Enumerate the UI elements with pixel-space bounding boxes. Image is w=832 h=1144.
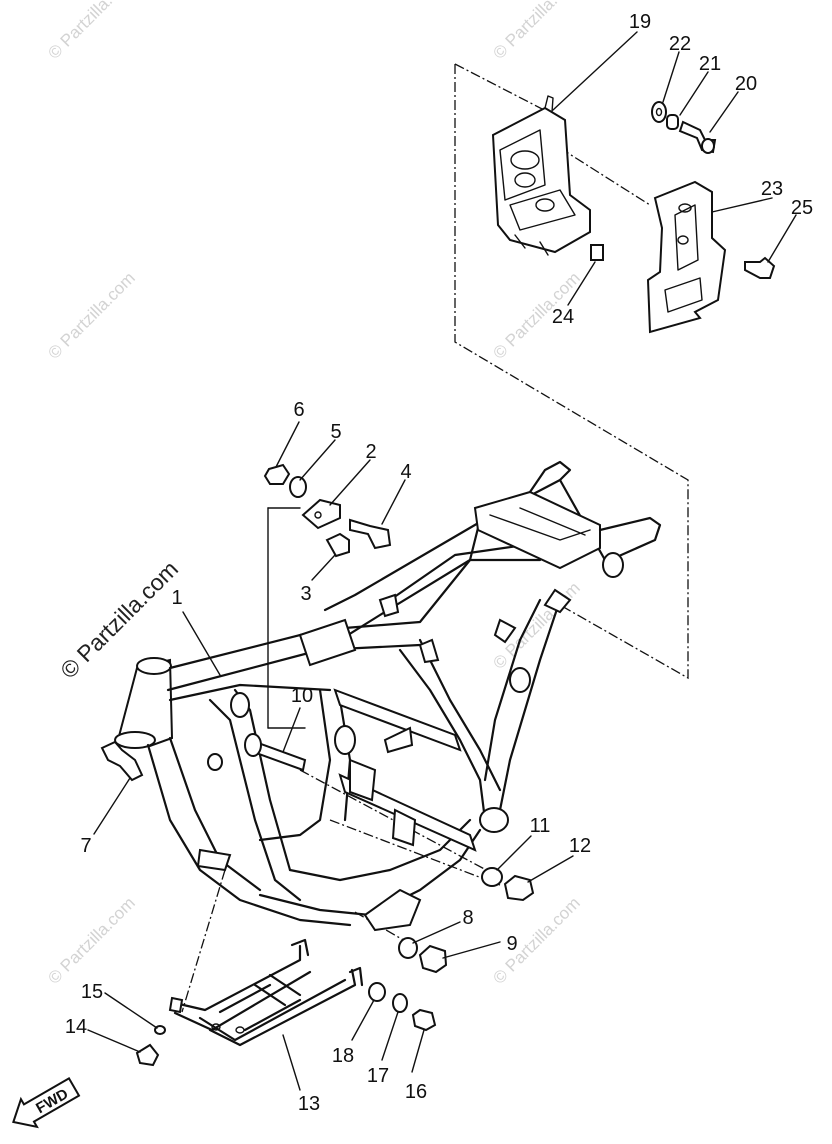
callout-11: 11 <box>530 815 551 837</box>
watermark-small: © Partzilla.com <box>44 893 138 987</box>
lower-fasteners <box>135 982 437 1067</box>
washer-18 <box>368 982 386 1002</box>
callout-24: 24 <box>552 306 574 328</box>
callout-10: 10 <box>291 685 313 707</box>
bolt-3 <box>325 532 350 558</box>
callout-13: 13 <box>298 1093 320 1115</box>
callout-2: 2 <box>365 441 376 463</box>
watermark-small: © Partzilla.com <box>489 0 583 63</box>
part-13-skid-bracket <box>168 938 364 1047</box>
mid-fasteners <box>263 463 535 974</box>
callout-21: 21 <box>699 53 721 75</box>
arrow-left-icon <box>12 1076 81 1129</box>
part-23-bracket <box>646 180 727 334</box>
callout-7: 7 <box>80 835 91 857</box>
callout-17: 17 <box>367 1065 389 1087</box>
forward-direction-arrow: FWD <box>12 1076 81 1129</box>
bolt-14 <box>135 1043 160 1067</box>
callout-16: 16 <box>405 1081 427 1103</box>
bolt-10 <box>244 733 307 772</box>
callout-19: 19 <box>629 11 651 33</box>
callout-8: 8 <box>462 907 473 929</box>
callout-4: 4 <box>400 461 411 483</box>
watermark-small: © Partzilla.com <box>44 268 138 362</box>
callout-23: 23 <box>761 178 783 200</box>
bolt-4 <box>349 518 392 550</box>
watermark-small: © Partzilla.com <box>44 0 138 63</box>
assembly-connector-lines <box>181 63 689 1013</box>
washer-17 <box>392 993 408 1013</box>
callout-5: 5 <box>330 421 341 443</box>
part-19-bracket <box>491 95 591 256</box>
main-frame <box>114 460 662 932</box>
block-24 <box>590 244 604 261</box>
bolt-16 <box>411 1008 437 1032</box>
nut-11 <box>481 867 503 887</box>
callout-20: 20 <box>735 73 757 95</box>
lock-washer-21 <box>666 114 679 130</box>
callout-6: 6 <box>293 399 304 421</box>
nut-9 <box>418 944 448 974</box>
bolt-7 <box>100 740 144 782</box>
leader-lines <box>87 31 797 1091</box>
callout-3: 3 <box>300 583 311 605</box>
bolt-25 <box>744 256 776 279</box>
callout-labels: 19 22 21 20 23 25 24 6 5 2 4 3 1 10 7 11… <box>65 11 813 1115</box>
callout-18: 18 <box>332 1045 354 1067</box>
callout-12: 12 <box>569 835 591 857</box>
nut-12 <box>503 874 535 902</box>
callout-14: 14 <box>65 1016 87 1038</box>
callout-9: 9 <box>506 933 517 955</box>
collar-8 <box>398 937 418 959</box>
watermark-small: © Partzilla.com <box>489 893 583 987</box>
upper-fasteners <box>590 101 776 279</box>
washer-5 <box>289 476 307 498</box>
nut-6 <box>263 463 291 485</box>
callout-22: 22 <box>669 33 691 55</box>
washer-22 <box>651 101 667 123</box>
callout-25: 25 <box>791 197 813 219</box>
callout-1: 1 <box>171 587 182 609</box>
callout-15: 15 <box>81 981 103 1003</box>
